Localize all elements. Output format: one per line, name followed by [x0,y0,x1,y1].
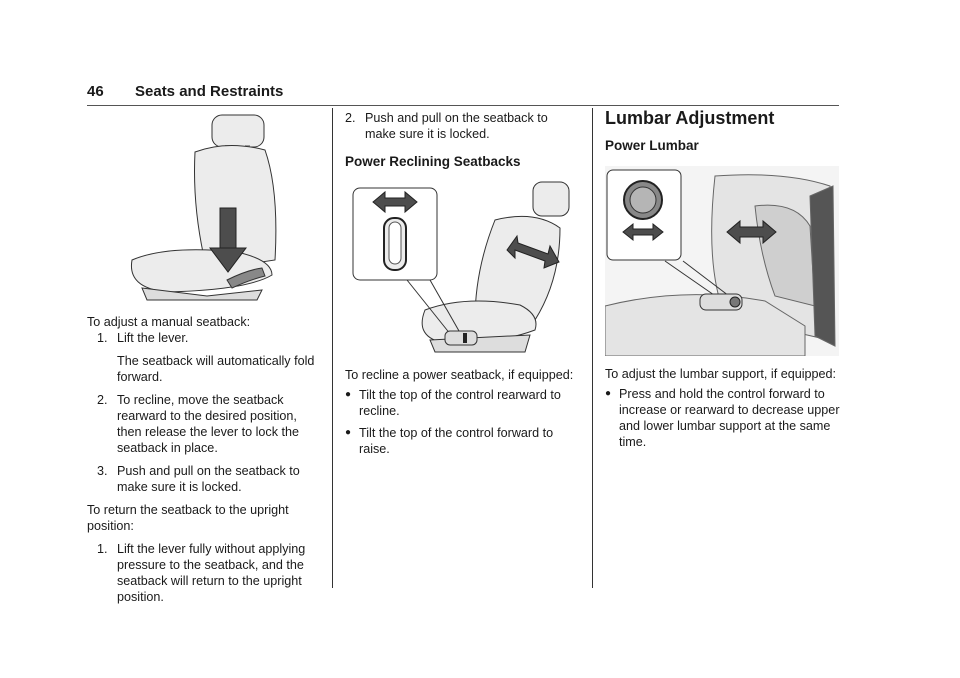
list-item: ● Tilt the top of the control rearward t… [345,388,561,418]
column-2: 2. Push and pull on the seatback to make… [345,110,575,457]
lumbar-intro: To adjust the lumbar support, if equippe… [605,367,837,381]
manual-seat-illustration [87,110,322,305]
recline-arrow [506,234,560,269]
page-number: 46 [87,83,104,100]
continued-steps: 2. Push and pull on the seatback to make… [345,110,575,142]
power-lumbar-illustration [604,166,839,357]
list-item: 1. Lift the lever. [97,331,189,345]
power-recline-heading: Power Reclining Seatbacks [345,154,521,169]
list-item: 3. Push and pull on the seatback to make… [97,464,300,494]
return-steps: 1. Lift the lever fully without applying… [87,541,322,605]
step1-note: The seatback will automatically fold for… [117,354,315,384]
list-item: 2. To recline, move the seatback rearwar… [97,393,300,455]
section-title: Seats and Restraints [135,83,284,100]
list-item: 1. Lift the lever fully without applying… [97,542,306,604]
power-recline-intro: To recline a power seatback, if equipped… [345,368,574,382]
page-header: 46 Seats and Restraints [87,83,839,106]
column-1: To adjust a manual seatback: 1. Lift the… [87,110,322,605]
bullet-icon: ● [605,388,612,399]
lumbar-arrow [726,219,777,245]
lever-arrow-down [209,207,247,273]
power-recline-illustration [345,180,575,355]
lumbar-heading: Lumbar Adjustment [605,108,775,128]
control-arrow-horizontal [622,222,664,242]
return-intro: To return the seatback to the upright po… [87,503,289,533]
power-lumbar-subheading: Power Lumbar [605,138,699,153]
column-3: Lumbar Adjustment Power Lumbar [604,108,843,450]
manual-steps: 1. Lift the lever. [87,330,322,346]
list-item: ● Tilt the top of the control forward to… [345,426,554,456]
bullet-icon: ● [345,389,352,400]
bullet-icon: ● [345,427,352,438]
control-arrow-horizontal [372,190,418,214]
list-item: ● Press and hold the control forward to … [605,387,840,449]
column-divider [332,108,333,588]
lumbar-bullets: ● Press and hold the control forward to … [605,386,843,450]
power-recline-bullets: ● Tilt the top of the control rearward t… [345,387,575,457]
manual-intro: To adjust a manual seatback: [87,315,251,329]
manual-steps-cont: 2. To recline, move the seatback rearwar… [87,392,322,495]
column-divider [592,108,593,588]
list-item: 2. Push and pull on the seatback to make… [345,111,548,141]
